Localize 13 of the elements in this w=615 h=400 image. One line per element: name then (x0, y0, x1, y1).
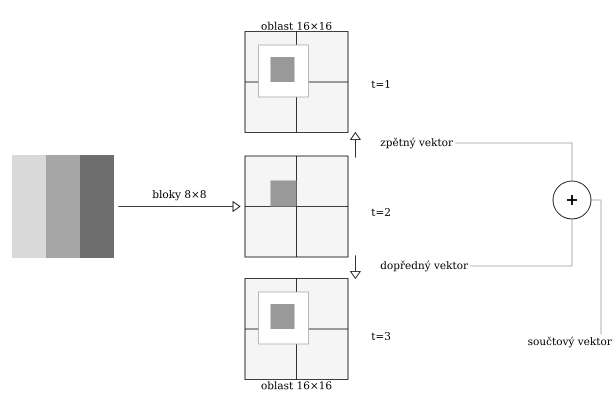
image-drawing (12, 155, 114, 258)
connector-line (470, 219, 572, 266)
region-label: oblast 16×16 (261, 381, 332, 390)
region-label: oblast 16×16 (261, 22, 332, 30)
vector-label: zpětný vektor (380, 138, 453, 148)
vector-label: dopředný vektor (380, 260, 468, 272)
time-label: t=2 (372, 208, 390, 216)
vector-label: součtový vektor (528, 336, 612, 348)
edge-label: bloky 8×8 (152, 190, 206, 200)
connector-line (591, 200, 602, 335)
time-label: t=3 (372, 332, 390, 340)
time-label: t=1 (372, 80, 390, 88)
connector-line (454, 142, 572, 181)
